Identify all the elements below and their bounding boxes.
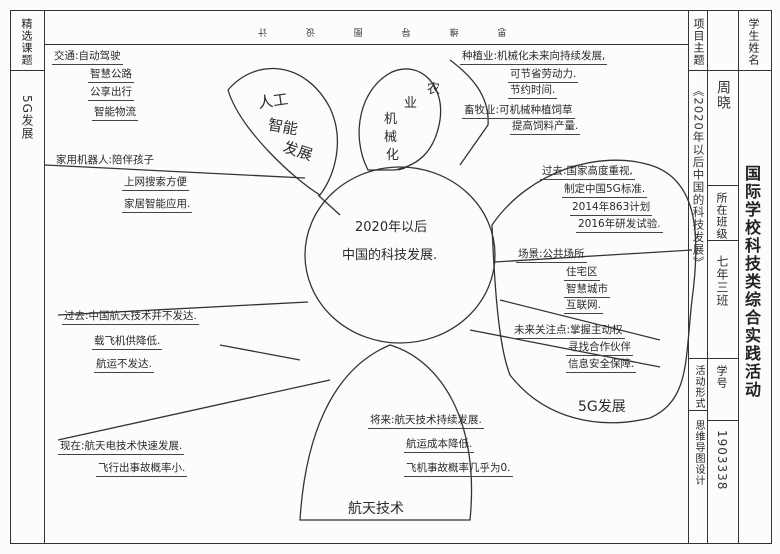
agri-note-3: 节约时间. — [508, 82, 558, 99]
selected-topic-value: 5G发展 — [20, 95, 34, 140]
ai-note-6: 上网搜索方便 — [122, 174, 189, 191]
student-no-label: 学号 — [715, 365, 728, 389]
agri-title-2: 业 — [404, 96, 418, 111]
space-note-5: 飞行出事故概率小. — [96, 460, 188, 477]
agri-petal — [358, 68, 442, 171]
student-name-label: 学生姓名 — [747, 18, 760, 66]
g5-note-6: 住宅区 — [564, 264, 600, 281]
space-note-1: 过去:中国航天技术并不发达. — [62, 308, 199, 325]
g5-note-1: 过去:国家高度重视, — [540, 163, 635, 180]
selected-topic-label: 精选课题 — [20, 18, 33, 66]
space-note-6: 将来:航天技术持续发展. — [368, 412, 484, 429]
left-column-divider — [44, 10, 45, 544]
ai-title-1: 人工 — [256, 89, 290, 112]
g5-title: 5G发展 — [578, 399, 626, 415]
agri-note-1: 种植业:机械化未来向持续发展, — [460, 48, 608, 65]
g5-note-9: 未来关注点:掌握主动权 — [512, 322, 625, 339]
space-note-8: 飞机事故概率几乎为0. — [404, 460, 513, 477]
left-label-divider — [10, 70, 44, 71]
g5-note-11: 信息安全保障. — [566, 356, 637, 373]
student-name-value: 周晓 — [715, 80, 731, 110]
ai-note-2: 智慧公路 — [88, 66, 134, 83]
center-circle — [304, 166, 496, 344]
space-note-4: 现在:航天电技术快速发展. — [58, 438, 185, 455]
agri-note-2: 可节省劳动力. — [508, 66, 579, 83]
right-column-divider-1 — [688, 10, 689, 544]
agri-note-4: 畜牧业:可机械种植饲草 — [462, 102, 575, 119]
class-label-divider — [707, 240, 738, 241]
ai-note-5: 家用机器人:陪伴孩子 — [56, 154, 155, 166]
worksheet-frame — [10, 10, 772, 544]
space-petal — [299, 344, 473, 521]
agri-title-4: 械 — [384, 130, 398, 145]
class-value: 七年三班 — [715, 255, 729, 307]
ai-petal — [227, 67, 338, 196]
ai-note-7: 家居智能应用. — [122, 196, 193, 213]
no-top-divider — [707, 358, 738, 359]
student-no-value: 1903338 — [715, 430, 729, 491]
g5-note-10: 寻找合作伙伴 — [566, 339, 633, 356]
name-divider — [707, 70, 738, 71]
main-title-divider — [738, 70, 772, 71]
topic-value: 《2020年以后中国的科技发展》 — [691, 85, 706, 269]
topic-label-divider — [688, 70, 707, 71]
form-label-divider — [688, 410, 707, 411]
ai-note-3: 公享出行 — [88, 84, 134, 101]
agri-title-5: 化 — [386, 148, 400, 163]
right-column-divider-2 — [707, 10, 708, 544]
ai-note-4: 智能物流 — [92, 104, 138, 121]
g5-note-5: 场景:公共场所 — [516, 246, 587, 263]
center-line-2: 中国的科技发展. — [342, 248, 438, 263]
no-label-divider — [707, 420, 738, 421]
space-note-3: 航运不发达. — [94, 356, 154, 373]
g5-note-3: 2014年863计划 — [570, 199, 653, 216]
g5-note-8: 互联网. — [564, 297, 603, 314]
form-value: 思维导图设计 — [693, 420, 704, 486]
g5-petal — [491, 159, 697, 424]
agri-title-3: 机 — [384, 112, 398, 127]
class-top-divider — [707, 185, 738, 186]
title-row-divider — [44, 44, 688, 45]
agri-title-1: 农 — [427, 82, 441, 97]
g5-note-7: 智慧城市 — [564, 281, 610, 298]
center-line-1: 2020年以后 — [355, 220, 428, 235]
form-top-divider — [688, 358, 707, 359]
form-label: 活动形式 — [693, 365, 704, 409]
g5-note-2: 制定中国5G标准. — [562, 181, 648, 198]
topic-label: 项目主题 — [692, 18, 705, 66]
g5-note-4: 2016年研发试验. — [576, 216, 663, 233]
space-title: 航天技术 — [348, 501, 404, 517]
design-title: 思 维 导 图 设 计 — [240, 26, 507, 36]
right-column-divider-3 — [738, 10, 739, 544]
ai-note-1: 交通:自动驾驶 — [52, 48, 123, 65]
space-note-2: 载飞机供降低. — [92, 333, 163, 350]
agri-note-5: 提高饲料产量. — [510, 118, 581, 135]
class-label: 所在班级 — [715, 192, 728, 240]
space-note-7: 航运成本降低. — [404, 436, 475, 453]
main-title: 国际学校科技类综合实践活动 — [742, 165, 761, 399]
